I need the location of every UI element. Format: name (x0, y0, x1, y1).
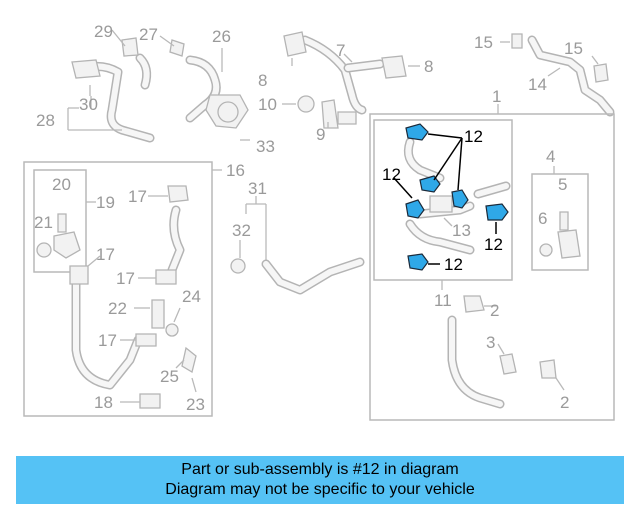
middle-pipe (230, 196, 365, 295)
clamp-12-right (451, 189, 469, 209)
label-27: 27 (139, 25, 158, 44)
label-32: 32 (232, 221, 251, 240)
frame-1 (369, 113, 615, 421)
label-12-b: 12 (382, 165, 401, 184)
label-9: 9 (316, 125, 325, 144)
label-25: 25 (160, 367, 179, 386)
label-12-a: 12 (464, 127, 483, 146)
clamp-12-top (405, 123, 429, 141)
label-24: 24 (182, 287, 201, 306)
label-12-d: 12 (444, 255, 463, 274)
upper-middle-parts (282, 31, 420, 129)
label-7: 7 (336, 41, 345, 60)
label-26: 26 (212, 27, 231, 46)
label-17-b: 17 (96, 245, 115, 264)
frame-19 (33, 169, 87, 273)
clamp-12-middle (419, 175, 441, 193)
banner-line-1: Part or sub-assembly is #12 in diagram (181, 461, 459, 478)
label-28: 28 (36, 111, 55, 130)
right-frame-parts (403, 137, 581, 409)
label-19: 19 (96, 193, 115, 212)
upper-left-hoses (67, 29, 250, 143)
parts-diagram: 29 27 26 30 28 33 8 7 8 10 9 15 15 14 (23, 22, 615, 421)
label-1: 1 (492, 87, 501, 106)
clamp-12-left (405, 199, 425, 219)
label-5: 5 (558, 175, 567, 194)
label-11: 11 (434, 291, 452, 310)
frame-11-highlight-box (373, 119, 513, 281)
label-10: 10 (258, 95, 277, 114)
frame-16 (23, 161, 213, 417)
label-8-left: 8 (258, 71, 267, 90)
label-18: 18 (94, 393, 113, 412)
label-23: 23 (186, 395, 205, 414)
label-21: 21 (34, 213, 53, 232)
part-12-leaders (393, 133, 497, 265)
label-22: 22 (108, 299, 127, 318)
label-6: 6 (538, 209, 547, 228)
label-17-d: 17 (98, 331, 117, 350)
banner-line-2: Diagram may not be specific to your vehi… (165, 481, 475, 498)
clamp-12-bottom (407, 253, 429, 271)
label-20: 20 (52, 175, 71, 194)
label-29: 29 (94, 22, 113, 41)
label-30: 30 (79, 95, 98, 114)
label-3: 3 (486, 333, 495, 352)
label-17-a: 17 (128, 187, 147, 206)
label-17-c: 17 (116, 269, 135, 288)
info-banner: Part or sub-assembly is #12 in diagram D… (16, 456, 624, 504)
label-33: 33 (256, 137, 275, 156)
label-8-right: 8 (424, 57, 433, 76)
label-15-left: 15 (474, 33, 493, 52)
label-13: 13 (452, 221, 471, 240)
label-2-lower: 2 (560, 393, 569, 412)
label-31: 31 (248, 179, 267, 198)
label-4: 4 (546, 147, 555, 166)
clamp-12-single (485, 203, 509, 221)
frame-4 (531, 173, 589, 271)
upper-right-parts (500, 33, 615, 117)
label-16: 16 (226, 161, 245, 180)
left-frame-parts (36, 185, 197, 409)
label-15-right: 15 (564, 39, 583, 58)
part-12-clamps[interactable] (405, 123, 509, 271)
label-12-c: 12 (484, 235, 503, 254)
label-14: 14 (528, 75, 547, 94)
label-2-upper: 2 (490, 301, 499, 320)
